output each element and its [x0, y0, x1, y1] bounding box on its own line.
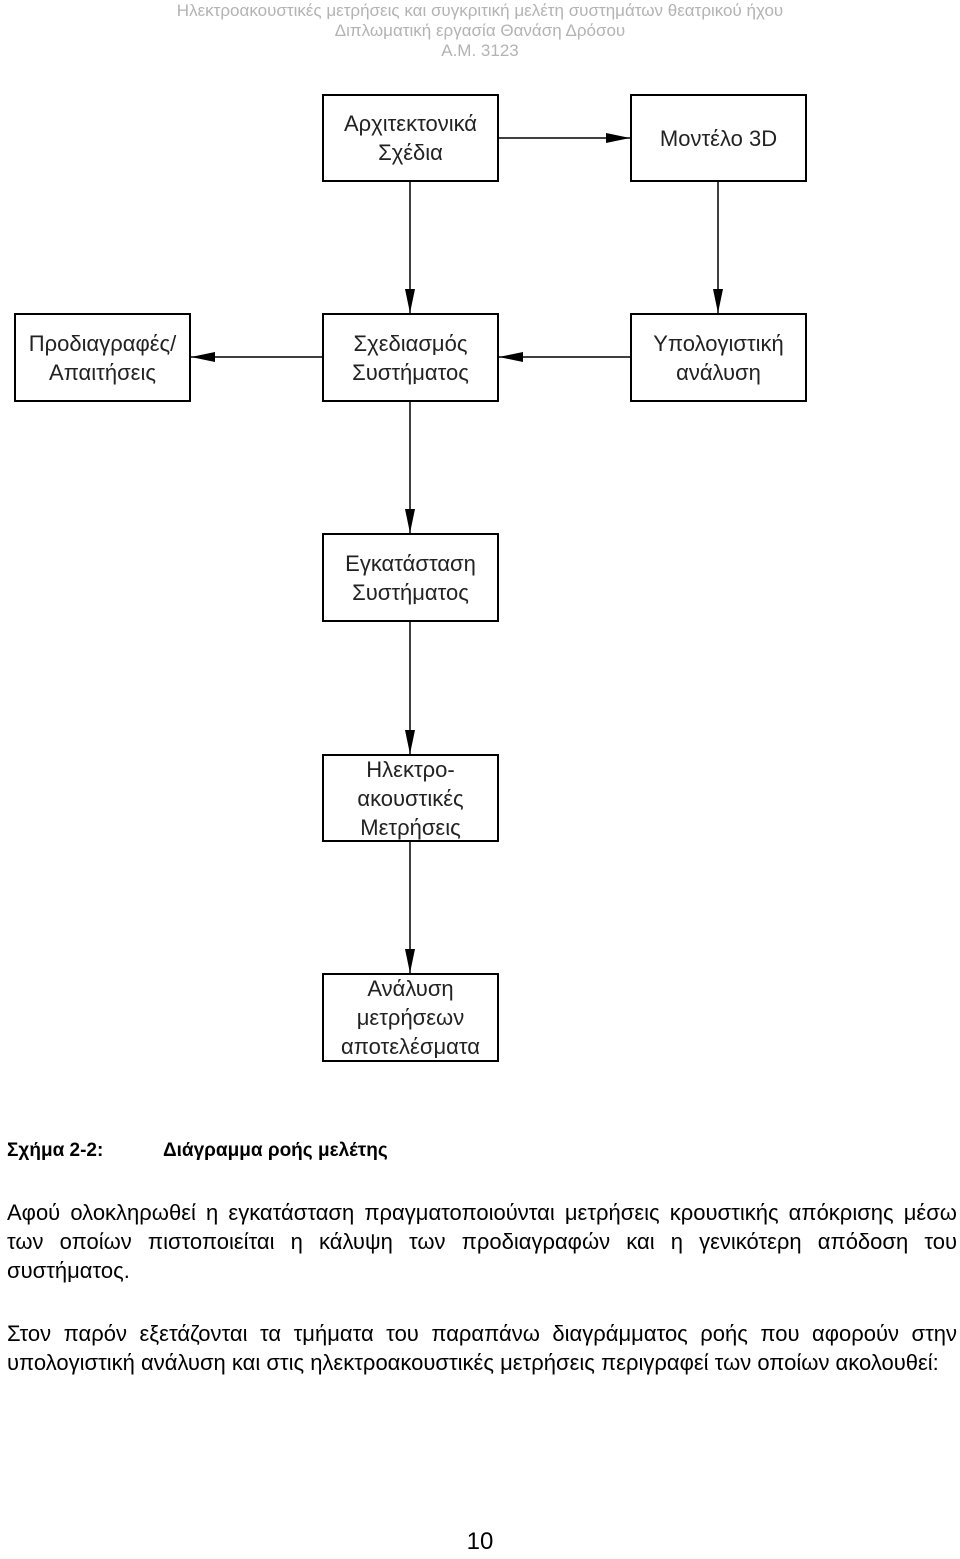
box-label-line: Σχέδια: [378, 140, 443, 165]
box-computational-analysis: Υπολογιστική ανάλυση: [630, 313, 807, 402]
box-label-line: Προδιαγραφές/: [28, 330, 177, 356]
box-label-line: Συστήματος: [352, 579, 469, 605]
box-label-line: Μοντέλο 3D: [659, 125, 778, 151]
box-label-line: ακουστικές: [357, 785, 464, 811]
figure-caption-label: Σχήμα 2-2:: [7, 1140, 104, 1161]
box-label-line: αποτελέσματα: [341, 1034, 480, 1059]
box-label-line: ανάλυση: [676, 359, 761, 385]
box-label-line: Υπολογιστική: [653, 330, 784, 356]
box-label-line: Αρχιτεκτονικά: [343, 111, 478, 136]
box-specifications: Προδιαγραφές/ Απαιτήσεις: [14, 313, 191, 402]
box-electroacoustic-measurements: Ηλεκτρο- ακουστικές Μετρήσεις: [322, 754, 499, 842]
running-header-title: Ηλεκτροακουστικές μετρήσεις και συγκριτι…: [176, 1, 784, 20]
box-system-installation: Εγκατάσταση Συστήματος: [322, 533, 499, 622]
box-label-line: Μετρήσεις: [360, 814, 461, 840]
page-number: 10: [466, 1528, 494, 1555]
box-label-line: Σχεδιασμός: [353, 330, 468, 356]
box-label-line: Συστήματος: [352, 359, 469, 385]
box-architectural-drawings: Αρχιτεκτονικά Σχέδια: [322, 94, 499, 182]
box-measurement-analysis: Ανάλυση μετρήσεων αποτελέσματα: [322, 973, 499, 1062]
box-label-line: Απαιτήσεις: [49, 359, 156, 385]
figure-caption-title: Διάγραμμα ροής μελέτης: [163, 1140, 388, 1161]
running-header-subtitle: Διπλωματική εργασία Θανάση Δρόσου: [334, 21, 626, 40]
body-paragraph: Στον παρόν εξετάζονται τα τμήματα του πα…: [7, 1321, 957, 1375]
flow-connectors: [191, 133, 723, 973]
box-3d-model: Μοντέλο 3D: [630, 94, 807, 182]
running-header-id: Α.Μ. 3123: [441, 41, 519, 60]
box-label-line: Εγκατάσταση: [345, 550, 476, 576]
box-label-line: Ηλεκτρο-: [366, 756, 455, 782]
box-label-line: μετρήσεων: [356, 1005, 465, 1030]
box-system-design: Σχεδιασμός Συστήματος: [322, 313, 499, 402]
body-paragraph: Αφού ολοκληρωθεί η εγκατάσταση πραγματοπ…: [7, 1200, 957, 1283]
box-label-line: Ανάλυση: [367, 976, 454, 1001]
